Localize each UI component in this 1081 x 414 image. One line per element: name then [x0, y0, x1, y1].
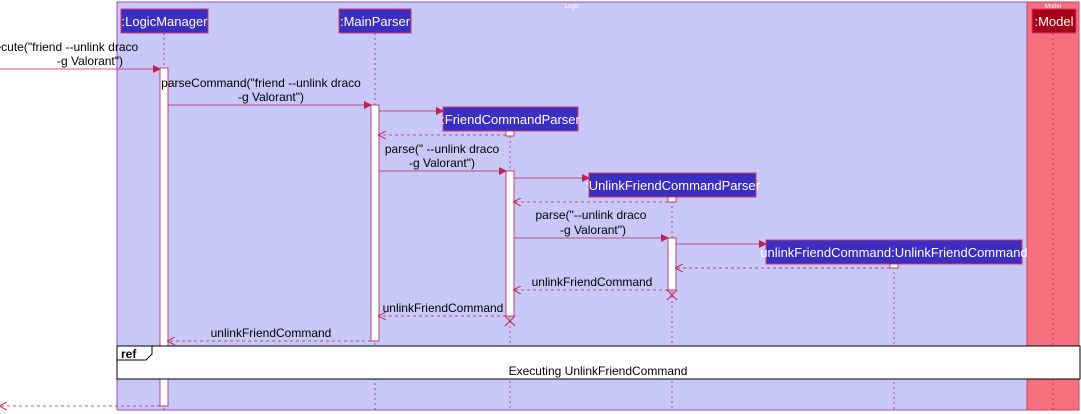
messages	[0, 65, 890, 406]
participant-friend-command-parser: :FriendCommandParser	[441, 106, 581, 132]
participant-logic-manager-label: :LogicManager	[122, 14, 209, 29]
message-parse-command-label-2: -g Valorant")	[238, 90, 304, 104]
participant-model-label: :Model	[1034, 14, 1073, 29]
participant-unlink-friend-command-label: unlinkFriendCommand:UnlinkFriendCommand	[760, 245, 1027, 260]
logic-box-title: Logic	[565, 4, 579, 10]
activation-main-parser	[370, 104, 380, 342]
activation-friend-command-parser-create	[505, 130, 515, 137]
ref-frame: ref Executing UnlinkFriendCommand	[116, 345, 1081, 380]
participant-logic-manager: :LogicManager	[120, 8, 209, 34]
ref-tag-frame	[116, 345, 153, 361]
message-parse-friend-label-2: -g Valorant")	[409, 156, 475, 170]
message-return-from-friend-parser-label: unlinkFriendCommand	[383, 301, 504, 315]
participant-main-parser-label: :MainParser	[340, 14, 411, 29]
participant-model: :Model	[1031, 8, 1077, 34]
destroy-unlink-parser-icon	[666, 289, 678, 301]
destroy-friend-parser-icon	[504, 315, 516, 327]
model-box-title: Model	[1045, 4, 1061, 10]
message-parse-unlink-label-1: parse("--unlink draco	[536, 208, 647, 222]
message-return-from-unlink-parser-label: unlinkFriendCommand	[532, 275, 653, 289]
activation-unlink-command-create	[889, 263, 899, 269]
message-parse-unlink-label-2: -g Valorant")	[560, 223, 626, 237]
ref-text: Executing UnlinkFriendCommand	[509, 364, 688, 378]
message-return-from-main-parser-label: unlinkFriendCommand	[211, 326, 332, 340]
participant-unlink-friend-command: unlinkFriendCommand:UnlinkFriendCommand	[760, 239, 1028, 265]
activation-unlink-parser-create	[667, 196, 677, 203]
participant-unlink-friend-command-parser-label: :UnlinkFriendCommandParser	[585, 178, 761, 193]
activations	[159, 67, 899, 407]
destroy-markers	[504, 289, 678, 327]
activation-logic-manager	[159, 67, 169, 407]
participant-friend-command-parser-label: :FriendCommandParser	[441, 112, 580, 127]
message-execute-label-2: -g Valorant")	[57, 54, 123, 68]
activation-friend-command-parser	[505, 170, 515, 317]
activation-unlink-parser	[667, 237, 677, 291]
ref-tag-label: ref	[121, 347, 137, 361]
participant-unlink-friend-command-parser: :UnlinkFriendCommandParser	[585, 172, 761, 198]
logic-box: Logic	[116, 1, 1028, 411]
message-parse-command-label-1: parseCommand("friend --unlink draco	[161, 76, 361, 90]
message-execute-label-1: execute("friend --unlink draco	[0, 40, 138, 54]
message-parse-friend-label-1: parse(" --unlink draco	[385, 142, 500, 156]
participant-main-parser: :MainParser	[338, 8, 412, 34]
